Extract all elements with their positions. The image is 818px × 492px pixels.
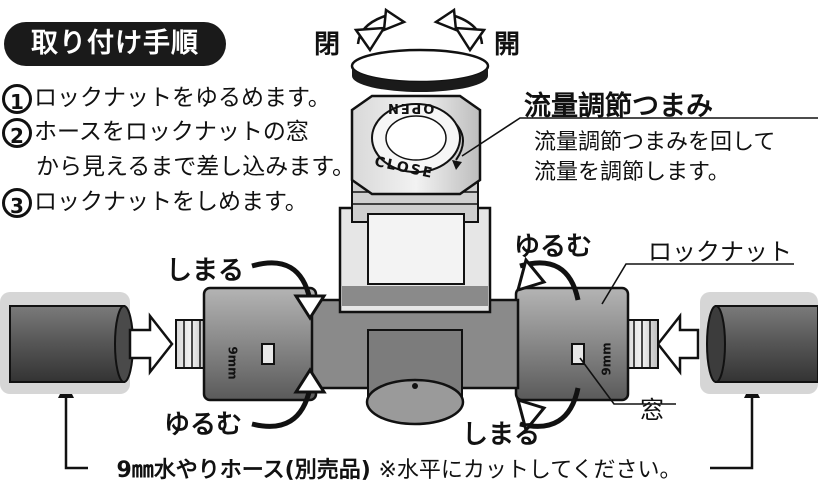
flow-valve	[338, 94, 492, 314]
hose-label: 9㎜水やりホース(別売品)	[116, 458, 371, 483]
window-label: 窓	[640, 396, 664, 424]
insert-arrow-right	[656, 312, 700, 376]
left-nut-window	[261, 343, 275, 365]
connector-body	[175, 286, 659, 426]
hose-callout-lines	[64, 392, 754, 470]
right-hose	[700, 292, 818, 394]
leader-lines	[461, 117, 818, 405]
installation-steps-badge: 取り付け手順	[4, 22, 226, 66]
cut-note: ※水平にカットしてください。	[378, 458, 682, 483]
step-2-continued: から見えるまで差し込みます。	[36, 147, 355, 181]
close-label: 閉	[314, 30, 341, 60]
right-tighten-label: しまる	[462, 420, 541, 450]
hose-note: 9㎜水やりホース(別売品) ※水平にカットしてください。	[88, 454, 710, 488]
step-text: から見えるまで差し込みます。	[36, 154, 356, 180]
open-label: 開	[494, 30, 521, 60]
step-text: ロックナットをしめます。	[34, 189, 308, 215]
insert-arrow-left	[128, 312, 174, 376]
left-tighten-label: しまる	[166, 256, 245, 286]
step-number: 3	[2, 187, 32, 218]
knob-open-text: OPEN	[386, 100, 435, 115]
lock-nut-label: ロックナット	[648, 238, 792, 266]
left-size-mark: 9mm	[225, 346, 240, 380]
flow-knob-title: 流量調節つまみ	[524, 91, 713, 122]
step-text: ロックナットをゆるめます。	[34, 85, 331, 111]
step-text: ホースをロックナットの窓	[34, 119, 309, 145]
flow-knob-desc-2: 流量を調節します。	[534, 160, 730, 185]
rotation-dial	[350, 7, 490, 92]
right-loosen-label: ゆるむ	[514, 232, 593, 262]
left-hose	[0, 292, 134, 394]
step-number: 1	[2, 83, 32, 114]
step-number: 2	[2, 117, 32, 148]
left-loosen-label: ゆるむ	[164, 410, 243, 440]
right-size-mark: 9mm	[599, 342, 614, 376]
flow-knob-desc-1: 流量調節つまみを回して	[534, 130, 776, 155]
